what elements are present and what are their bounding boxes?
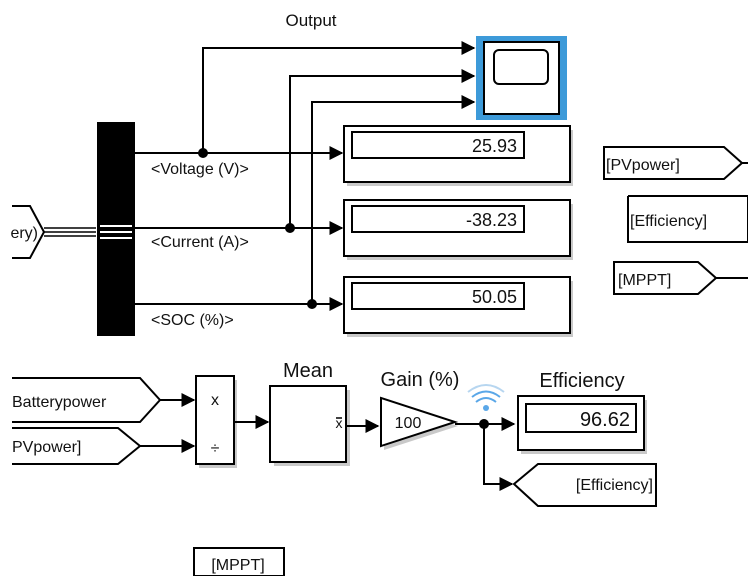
- svg-text:[MPPT]: [MPPT]: [618, 272, 671, 289]
- bus-selector-block[interactable]: [97, 122, 135, 336]
- bus-input-line: [44, 227, 96, 237]
- svg-text:96.62: 96.62: [580, 409, 630, 431]
- signal-label-voltage: <Voltage (V)>: [151, 161, 249, 178]
- gain-block[interactable]: 100: [380, 396, 459, 450]
- efficiency-label: Efficiency: [539, 370, 624, 392]
- svg-text:-38.23: -38.23: [466, 210, 517, 230]
- svg-text:[Efficiency]: [Efficiency]: [630, 213, 707, 230]
- svg-text:25.93: 25.93: [472, 136, 517, 156]
- signal-label-soc: <SOC (%)>: [151, 312, 234, 329]
- goto-tag-efficiency[interactable]: [Efficiency]: [512, 463, 657, 507]
- svg-text:[MPPT]: [MPPT]: [211, 557, 264, 574]
- gain-label: Gain (%): [381, 369, 460, 391]
- svg-text:[Efficiency]: [Efficiency]: [576, 477, 653, 494]
- bottom-mppt-tag[interactable]: [MPPT]: [193, 547, 285, 576]
- svg-text:x: x: [336, 415, 343, 431]
- signal-label-current: <Current (A)>: [151, 234, 249, 251]
- svg-text:x: x: [211, 392, 219, 409]
- mean-label: Mean: [283, 360, 333, 382]
- voltage-display[interactable]: 25.93: [343, 125, 573, 186]
- svg-text:÷: ÷: [211, 440, 220, 457]
- svg-text:100: 100: [395, 415, 422, 432]
- tag-mppt-right[interactable]: [MPPT]: [613, 261, 748, 295]
- svg-text:50.05: 50.05: [472, 287, 517, 307]
- soc-display[interactable]: 50.05: [343, 276, 573, 337]
- gain-output-wires: [455, 417, 516, 491]
- svg-text:[PVpower]: [PVpower]: [606, 157, 680, 174]
- product-block[interactable]: x ÷: [195, 375, 237, 468]
- svg-text:Batterypower: Batterypower: [12, 394, 107, 411]
- product-wires: [140, 393, 196, 453]
- from-tag-batterypower[interactable]: Batterypower: [12, 377, 162, 423]
- from-tag-pvpower[interactable]: PVpower]: [12, 427, 142, 465]
- signal-wires: [135, 41, 476, 311]
- efficiency-display[interactable]: 96.62: [517, 395, 647, 454]
- bus-input-tag[interactable]: ery): [10, 205, 46, 259]
- current-display[interactable]: -38.23: [343, 199, 573, 260]
- scope-block[interactable]: [476, 36, 567, 120]
- scope-title: Output: [285, 11, 336, 30]
- svg-text:ery): ery): [10, 225, 38, 242]
- wireless-icon: [467, 384, 505, 411]
- tag-pvpower[interactable]: [PVpower]: [603, 146, 748, 180]
- tag-efficiency-from[interactable]: [Efficiency]: [627, 195, 748, 243]
- mean-block[interactable]: x: [269, 385, 350, 466]
- svg-text:PVpower]: PVpower]: [12, 439, 81, 456]
